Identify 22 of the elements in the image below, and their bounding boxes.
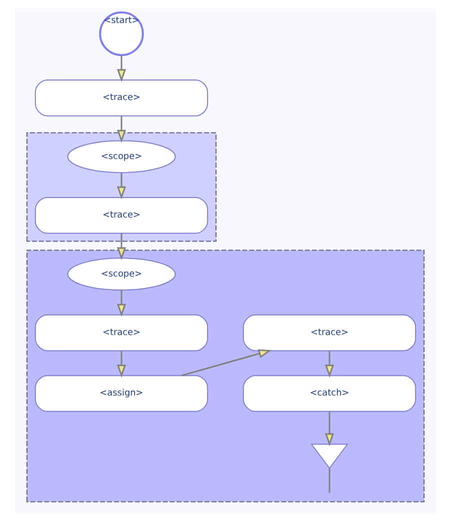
arrow [116,350,126,378]
arrow [116,116,126,143]
node-circle: <start> [99,11,144,56]
arrow [324,412,334,446]
node-box: <trace> [34,314,208,352]
node-box: <trace> [34,196,208,234]
arrow [116,290,126,317]
arrow [324,350,334,378]
node-box: <trace> [34,80,208,116]
arrow [116,172,126,200]
cluster [26,250,425,502]
node-ellipse: <scope> [67,140,176,174]
arrow [181,349,272,376]
node-box: <trace> [242,314,416,352]
node-box: <catch> [242,375,416,412]
cluster [26,132,217,242]
node-box: <assign> [34,375,208,412]
node-ellipse: <scope> [67,258,176,290]
arrow [116,55,126,82]
node-triangle [310,444,348,469]
arrow [116,233,126,260]
connector [328,468,330,493]
